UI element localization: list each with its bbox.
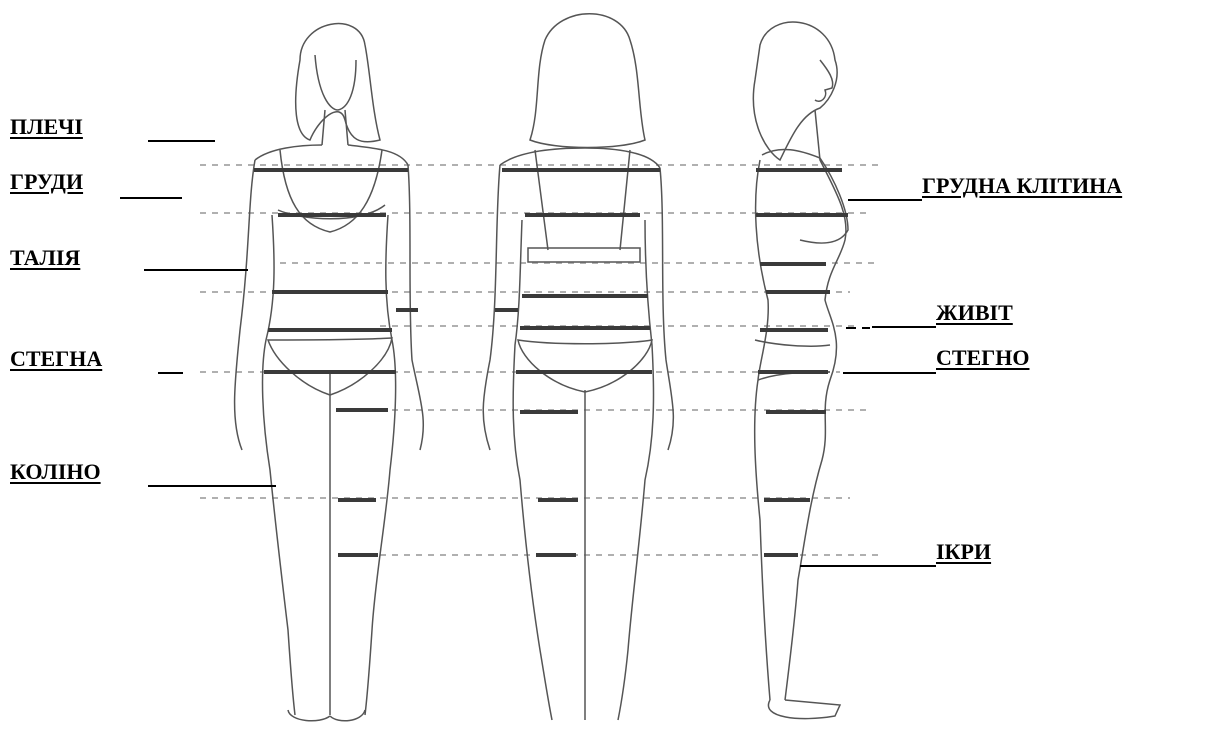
leader-lines (120, 141, 936, 566)
back-figure (483, 14, 673, 720)
guide-lines (200, 165, 880, 555)
